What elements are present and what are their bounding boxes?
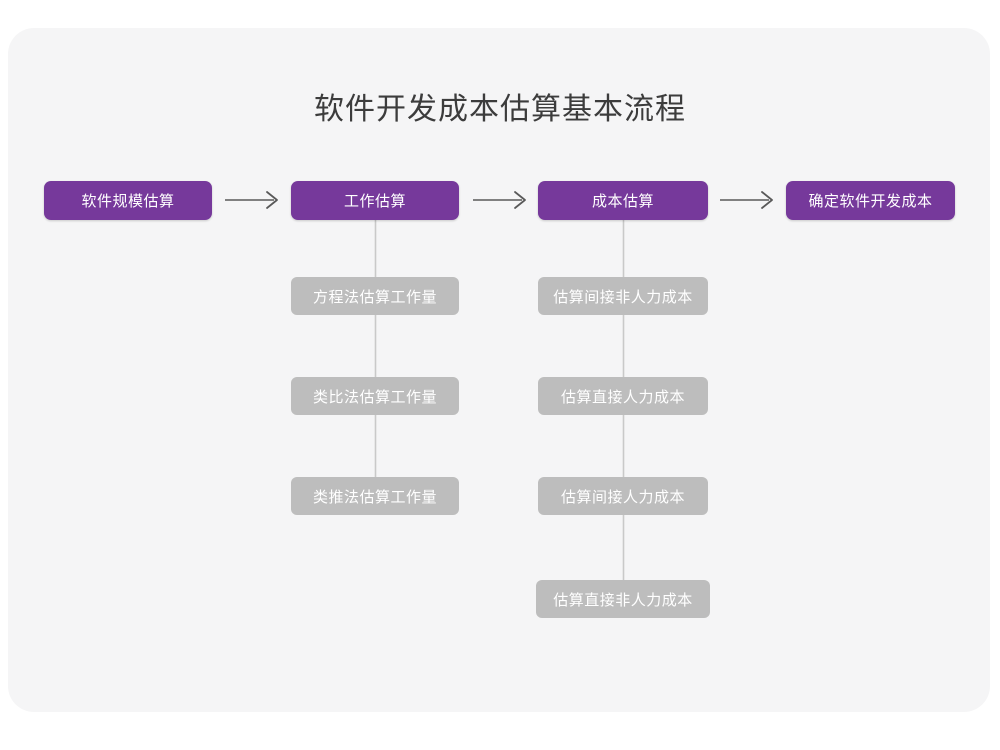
stage-node-work-estimation[interactable]: 工作估算 [291, 181, 459, 220]
substep-node-work-inference-method[interactable]: 类推法估算工作量 [291, 477, 459, 515]
substep-node-direct-non-labor-cost[interactable]: 估算直接非人力成本 [536, 580, 710, 618]
stage-node-determine-development-cost[interactable]: 确定软件开发成本 [786, 181, 955, 220]
page-title: 软件开发成本估算基本流程 [314, 92, 686, 127]
substep-node-work-equation-method[interactable]: 方程法估算工作量 [291, 277, 459, 315]
card-background [8, 28, 990, 712]
substep-node-indirect-labor-cost[interactable]: 估算间接人力成本 [538, 477, 708, 515]
arrow-stage1-to-stage2 [224, 188, 282, 212]
stage-node-cost-estimation[interactable]: 成本估算 [538, 181, 708, 220]
arrow-stage2-to-stage3 [472, 188, 530, 212]
stage-node-software-scale-estimation[interactable]: 软件规模估算 [44, 181, 212, 220]
substep-node-work-analogy-method[interactable]: 类比法估算工作量 [291, 377, 459, 415]
arrow-stage3-to-stage4 [719, 188, 777, 212]
substep-node-indirect-non-labor-cost[interactable]: 估算间接非人力成本 [538, 277, 708, 315]
substep-node-direct-labor-cost[interactable]: 估算直接人力成本 [538, 377, 708, 415]
